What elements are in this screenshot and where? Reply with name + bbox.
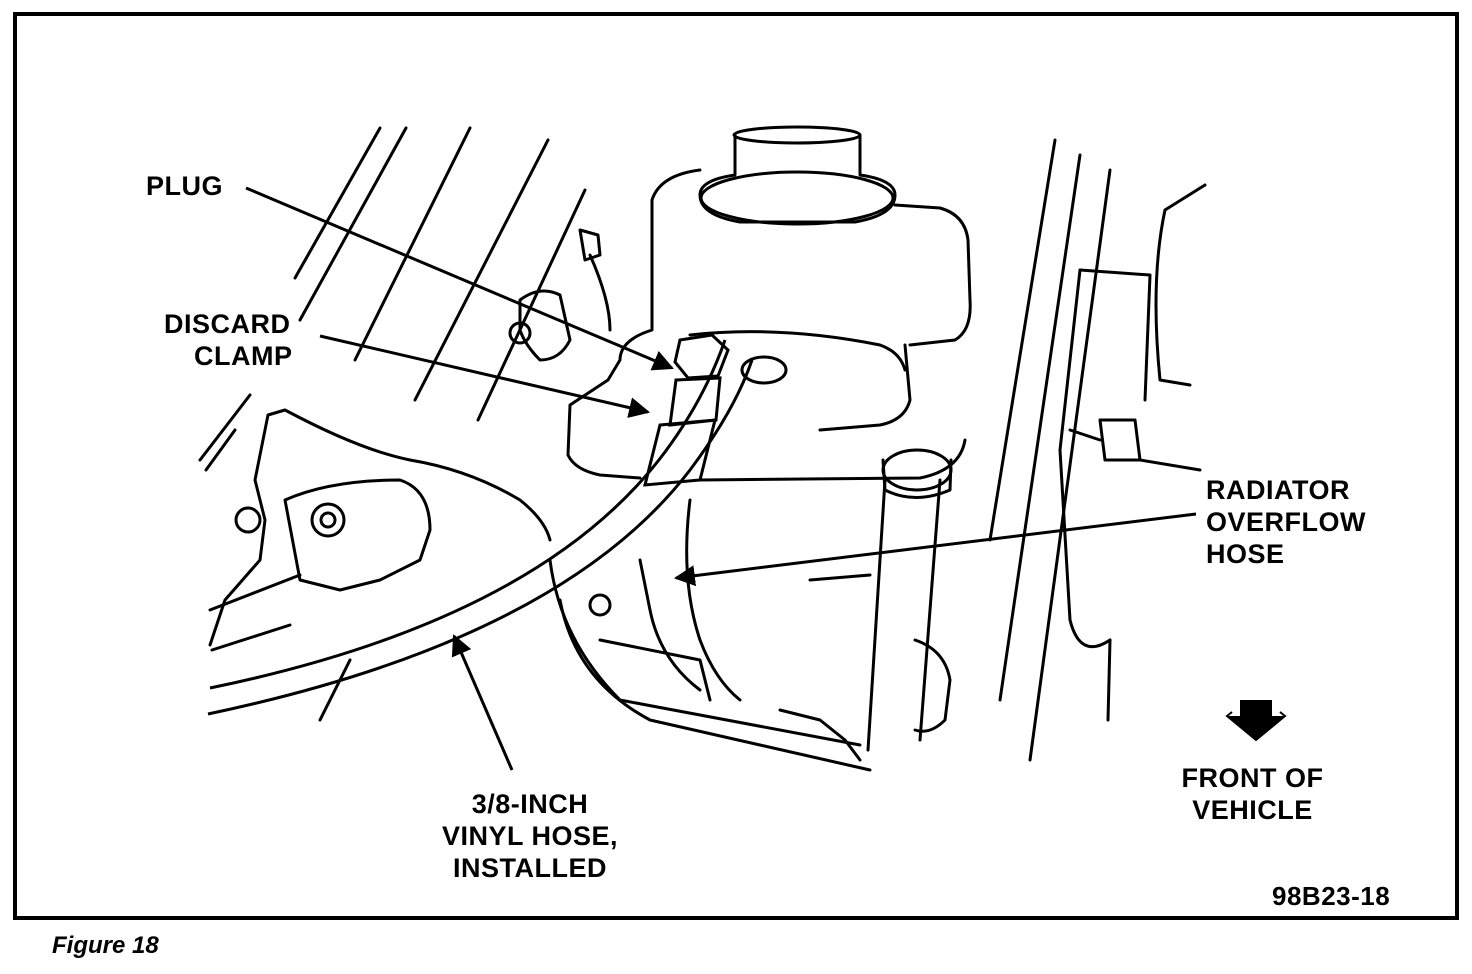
vinyl-hose-line-3: INSTALLED <box>453 853 607 883</box>
discard-clamp-leader <box>319 334 651 418</box>
vinyl-hose-label: 3/8-INCH VINYL HOSE, INSTALLED <box>420 788 640 884</box>
vinyl-hose-line-2: VINYL HOSE, <box>441 821 619 851</box>
radiator-overflow-hose-line-3: HOSE <box>1206 539 1285 569</box>
front-of-vehicle-label: FRONT OF VEHICLE <box>1160 762 1345 826</box>
radiator-overflow-hose-line-1: RADIATOR <box>1206 475 1350 505</box>
leader-lines <box>245 186 1197 771</box>
front-of-vehicle-line-1: FRONT OF <box>1181 763 1324 793</box>
discard-clamp-label: DISCARD CLAMP <box>164 308 293 372</box>
vinyl-hose-leader <box>451 634 514 771</box>
radiator-overflow-hose-leader <box>673 512 1197 587</box>
plug-leader <box>245 186 674 371</box>
engine-illustration <box>198 125 1207 772</box>
vinyl-hose-line-1: 3/8-INCH <box>471 789 589 819</box>
figure-frame <box>13 12 1459 920</box>
vinyl-hose-drawing <box>207 339 788 716</box>
discard-clamp-line-1: DISCARD <box>164 309 291 339</box>
plug-label: PLUG <box>146 171 224 201</box>
figure-caption: Figure 18 <box>52 932 159 959</box>
figure-code: 98B23-18 <box>1272 881 1391 911</box>
down-arrow-icon <box>1225 700 1287 742</box>
radiator-overflow-hose-label: RADIATOR OVERFLOW HOSE <box>1206 474 1366 570</box>
discard-clamp-line-2: CLAMP <box>194 341 293 371</box>
front-of-vehicle-line-2: VEHICLE <box>1192 795 1313 825</box>
plug-fitting-drawing <box>643 333 730 487</box>
radiator-overflow-hose-line-2: OVERFLOW <box>1206 507 1366 537</box>
